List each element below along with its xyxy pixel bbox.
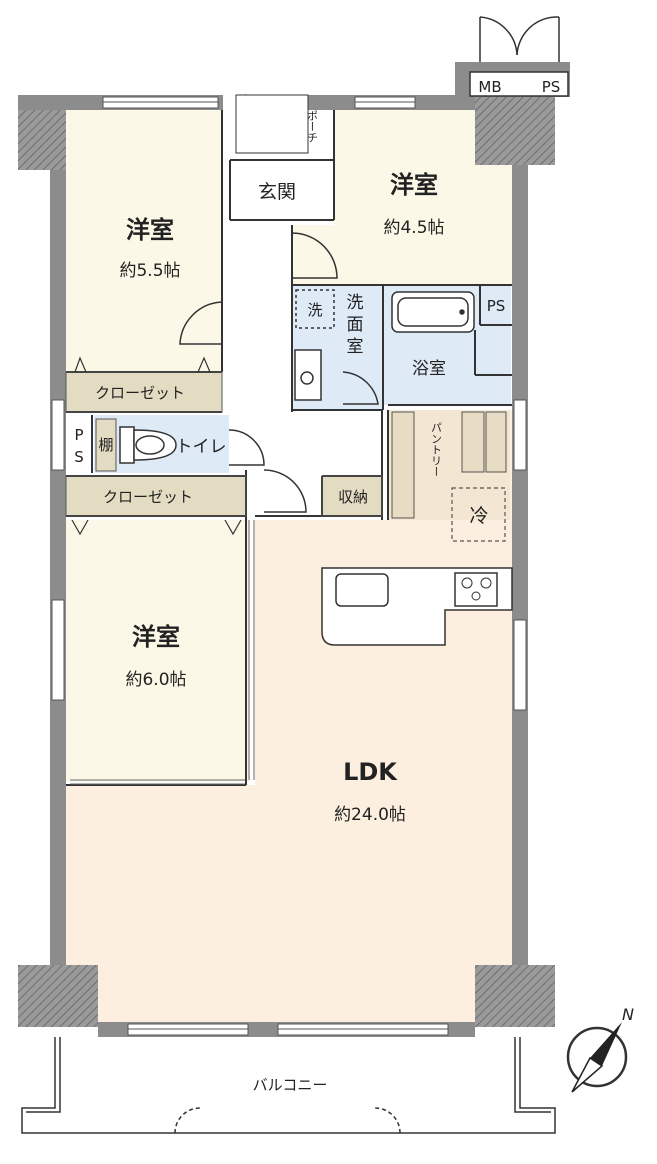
room-size-western-nw: 約5.5帖 bbox=[119, 261, 180, 281]
label-ps-left-s: S bbox=[74, 448, 84, 466]
label-closet-upper: クローゼット bbox=[95, 384, 185, 402]
label-porch: ポーチ bbox=[306, 110, 319, 143]
room-name-ldk: LDK bbox=[343, 758, 398, 786]
label-closet-lower: クローゼット bbox=[103, 488, 193, 506]
room-name-western-ne: 洋室 bbox=[390, 171, 438, 199]
label-north: N bbox=[622, 1005, 634, 1024]
western-room-sw-floor bbox=[66, 520, 250, 782]
pantry-shelves bbox=[391, 411, 507, 519]
room-size-ldk: 約24.0帖 bbox=[334, 805, 406, 825]
label-bathroom: 浴室 bbox=[412, 359, 446, 379]
kitchen-counter bbox=[321, 567, 513, 646]
label-ps-left-p: P bbox=[74, 426, 83, 444]
porch bbox=[235, 94, 309, 154]
hall-floor bbox=[222, 220, 292, 520]
utility-box-top bbox=[455, 62, 570, 97]
labels: 洋室 約5.5帖 洋室 約4.5帖 洋室 約6.0帖 LDK 約24.0帖 玄関… bbox=[74, 78, 634, 1094]
balcony bbox=[21, 1037, 556, 1134]
western-room-ne-floor bbox=[292, 110, 512, 285]
label-ps-top: PS bbox=[542, 78, 561, 96]
room-name-western-nw: 洋室 bbox=[126, 216, 174, 244]
storage-floor bbox=[322, 476, 382, 516]
label-washer: 洗 bbox=[307, 301, 322, 319]
label-storage: 収納 bbox=[338, 488, 368, 506]
label-washroom-2: 面 bbox=[347, 315, 364, 335]
ldk-floor bbox=[66, 410, 515, 1022]
label-pantry: パントリー bbox=[430, 422, 443, 477]
label-fridge: 冷 bbox=[469, 505, 488, 527]
windows bbox=[51, 96, 527, 1036]
label-balcony: バルコニー bbox=[253, 1076, 328, 1094]
bathtub bbox=[391, 291, 475, 333]
label-washroom-1: 洗 bbox=[347, 293, 364, 313]
closet-lower-floor bbox=[66, 476, 246, 516]
ps-left-floor bbox=[66, 415, 92, 473]
label-toilet: トイレ bbox=[176, 437, 227, 457]
label-washroom-3: 室 bbox=[347, 337, 364, 357]
room-fills bbox=[66, 110, 515, 1022]
room-borders bbox=[65, 371, 383, 517]
closet-doors bbox=[71, 356, 242, 536]
room-name-western-sw: 洋室 bbox=[132, 623, 180, 651]
label-entrance: 玄関 bbox=[258, 181, 296, 203]
toilet-fixture bbox=[95, 418, 177, 472]
room-size-western-ne: 約4.5帖 bbox=[383, 218, 444, 238]
closet-upper-floor bbox=[66, 372, 222, 412]
label-mb: MB bbox=[478, 78, 501, 96]
sliding-doors bbox=[70, 520, 255, 785]
western-room-nw-floor bbox=[66, 110, 222, 372]
compass-icon bbox=[566, 1022, 628, 1093]
label-shelf: 棚 bbox=[98, 436, 113, 454]
washbasin bbox=[294, 289, 335, 401]
room-size-western-sw: 約6.0帖 bbox=[125, 670, 186, 690]
fridge-space bbox=[451, 487, 506, 542]
label-ps-bath: PS bbox=[487, 297, 506, 315]
